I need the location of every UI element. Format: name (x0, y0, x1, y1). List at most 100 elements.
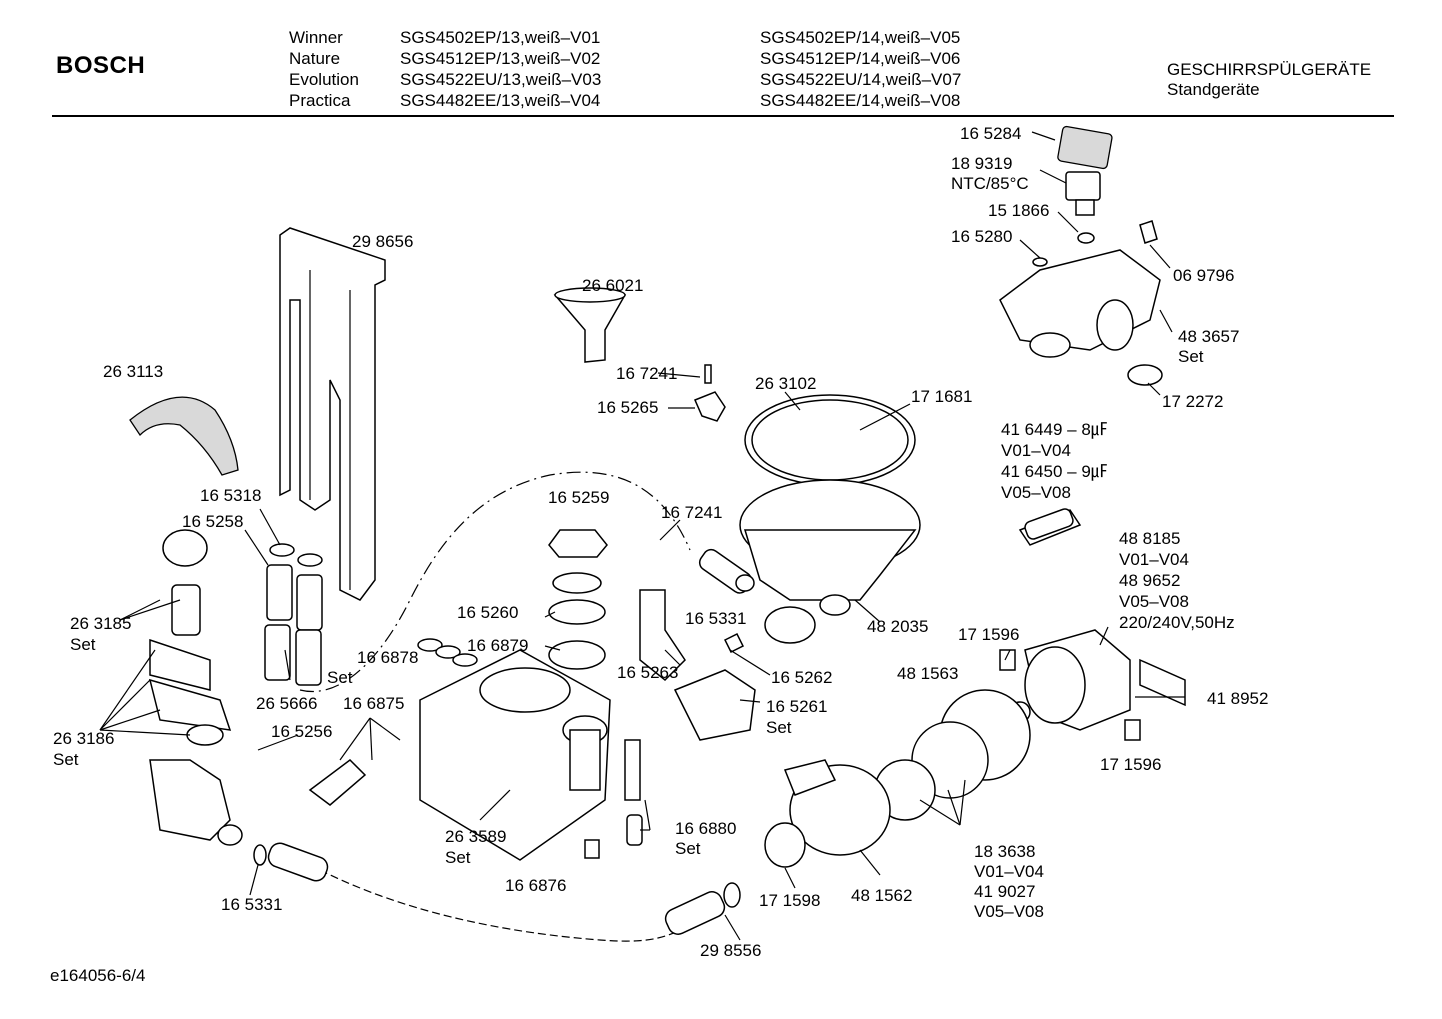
part-label: 26 3113 (103, 362, 164, 381)
level-sensor-part (624, 739, 641, 801)
part-label: 26 3589 (445, 827, 507, 846)
ring-part (253, 844, 267, 866)
part-label: 48 9652 (1119, 571, 1181, 590)
bracket-part (639, 589, 686, 682)
part-label: 18 9319 (951, 154, 1013, 173)
hose-part (664, 891, 726, 935)
header-divider (52, 115, 1394, 117)
variant-label: V05–V08 (1001, 483, 1071, 502)
screw-part (704, 364, 712, 384)
float-part (308, 759, 367, 806)
detergent-dispenser (419, 649, 611, 861)
part-label: 16 5258 (182, 512, 244, 531)
part-label: 06 9796 (1173, 266, 1235, 285)
part-label: 16 5261 (766, 697, 828, 716)
model-name: Practica (289, 91, 351, 110)
part-spec: 220/240V,50Hz (1119, 613, 1235, 632)
clip-part (694, 391, 726, 422)
part-label: 29 8556 (700, 941, 762, 960)
category-title: GESCHIRRSPÜLGERÄTE (1167, 60, 1372, 79)
part-label: 26 5666 (256, 694, 318, 713)
part-label: 48 3657 (1178, 327, 1240, 346)
part-label: 16 5259 (548, 488, 610, 507)
part-label: 48 2035 (867, 617, 929, 636)
part-label: 48 1563 (897, 664, 959, 683)
part-label: 16 5265 (597, 398, 659, 417)
part-label: 16 6878 (357, 648, 419, 667)
brand-logo: BOSCH (56, 52, 146, 79)
part-label: 48 8185 (1119, 529, 1181, 548)
part-label: 16 5318 (200, 486, 262, 505)
temperature-sensor-group (999, 125, 1163, 386)
part-label: 26 3102 (755, 374, 817, 393)
set-label: Set (1178, 347, 1204, 366)
variant-label: V01–V04 (974, 862, 1044, 881)
funnel-part (553, 287, 627, 363)
capacitor-part (1024, 508, 1074, 540)
model-variant: SGS4482EE/13,weiß–V04 (400, 91, 601, 110)
model-name: Nature (289, 49, 341, 68)
model-variant: SGS4522EU/14,weiß–V07 (760, 70, 962, 89)
part-label: 16 5263 (617, 663, 679, 682)
set-label: Set (766, 718, 792, 737)
set-label: Set (445, 848, 471, 867)
set-label: Set (53, 750, 79, 769)
part-label: 16 6875 (343, 694, 405, 713)
variant-label: V01–V04 (1119, 550, 1189, 569)
set-label: Set (327, 668, 353, 687)
part-label: 16 7241 (616, 364, 678, 383)
leader-lines (99, 131, 1185, 941)
part-label: 16 5284 (960, 124, 1022, 143)
seals-and-springs (264, 529, 608, 686)
model-variant: SGS4522EU/13,weiß–V03 (400, 70, 602, 89)
part-label: 16 5331 (685, 609, 747, 628)
model-variant: SGS4482EE/14,weiß–V08 (760, 91, 961, 110)
part-label: 29 8656 (352, 232, 414, 251)
part-label: 17 1681 (911, 387, 973, 406)
model-variant: SGS4512EP/13,weiß–V02 (400, 49, 601, 68)
part-label: 16 5280 (951, 227, 1013, 246)
part-label: 16 5260 (457, 603, 519, 622)
category-subtitle: Standgeräte (1167, 80, 1260, 99)
plug-part (626, 814, 643, 846)
part-label: 17 2272 (1162, 392, 1224, 411)
part-label: 16 5262 (771, 668, 833, 687)
ball-part (417, 638, 443, 652)
variant-label: V05–V08 (1119, 592, 1189, 611)
part-label: 16 5256 (271, 722, 333, 741)
ring-part (735, 574, 755, 592)
set-label: Set (675, 839, 701, 858)
part-label: 16 6879 (467, 636, 529, 655)
part-label: 41 8952 (1207, 689, 1269, 708)
part-label: 26 3185 (70, 614, 132, 633)
pump-housing (764, 689, 1031, 868)
ball-part (435, 645, 461, 659)
part-label: 16 6880 (675, 819, 737, 838)
valve-part (673, 669, 756, 741)
model-variant: SGS4502EP/14,weiß–V05 (760, 28, 961, 47)
part-label: 17 1596 (958, 625, 1020, 644)
model-variant: SGS4512EP/14,weiß–V06 (760, 49, 961, 68)
part-label: 16 6876 (505, 876, 567, 895)
sump-assembly (739, 394, 921, 644)
model-variant: SGS4502EP/13,weiß–V01 (400, 28, 601, 47)
part-label: 18 3638 (974, 842, 1036, 861)
set-label: Set (70, 635, 96, 654)
part-label: 48 1562 (851, 886, 913, 905)
ring-part (723, 882, 741, 908)
inlet-valve-assembly (148, 529, 243, 846)
part-label: 26 6021 (582, 276, 644, 295)
part-label: 41 9027 (974, 882, 1036, 901)
clip-part (584, 839, 600, 859)
variant-label: V05–V08 (974, 902, 1044, 921)
clip-part (723, 632, 745, 654)
part-label: 15 1866 (988, 201, 1050, 220)
part-label: 16 5331 (221, 895, 283, 914)
part-label: 41 6450 – 9㎌ (1001, 462, 1108, 481)
document-code: e164056-6/4 (50, 966, 146, 985)
variant-label: V01–V04 (1001, 441, 1071, 460)
model-name: Winner (289, 28, 343, 47)
part-label: 17 1598 (759, 891, 821, 910)
